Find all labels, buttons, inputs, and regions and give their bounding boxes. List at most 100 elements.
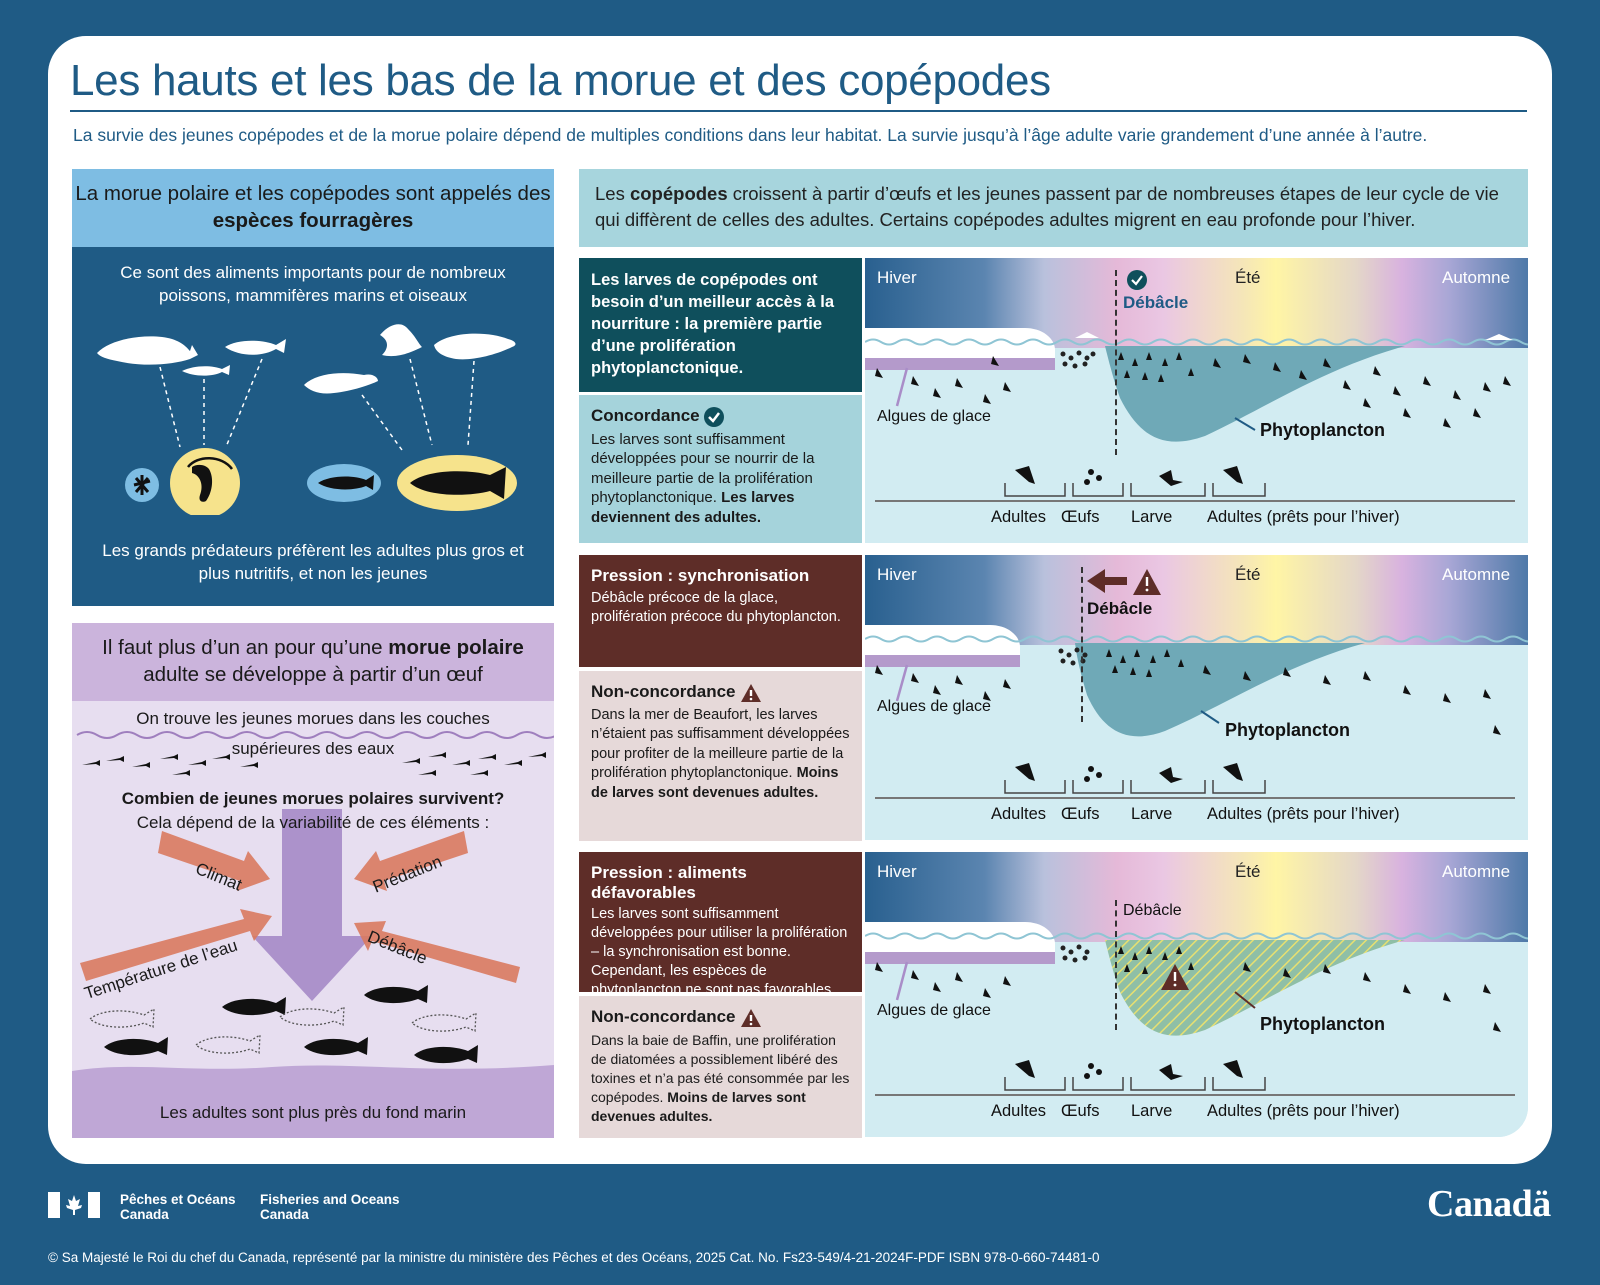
timeline-3-graphic [865, 932, 1528, 1091]
copyright-notice: © Sa Majesté le Roi du chef du Canada, r… [48, 1250, 1100, 1265]
phytoplankton-label: Phytoplancton [1260, 420, 1385, 440]
stage-larva: Larve [1131, 1102, 1173, 1120]
scenario-2-pressure-title: Pression : synchronisation [591, 566, 810, 585]
scenario-2-result: Non-concordance Dans la mer de Beaufort,… [579, 671, 862, 841]
warning-icon [741, 1008, 762, 1027]
scenario-2-pressure: Pression : synchronisation Débâcle préco… [579, 555, 862, 667]
copepods-intro-pre: Les [595, 183, 625, 204]
scenario-1-result-bold: Les larves deviennent des adultes. [591, 489, 795, 526]
forage-heading-bold: espèces fourragères [212, 209, 414, 232]
adult-cod-icon [410, 467, 506, 499]
copepod-larvae [1118, 352, 1194, 382]
season-winter: Hiver [877, 862, 917, 881]
copepods-intro: Les copépodes croissent à partir d’œufs … [579, 169, 1528, 247]
scenario-3-pressure-body: Les larves sont suffisamment développées… [591, 906, 848, 998]
timeline-1: Hiver Été Automne Débâcle Algues de glac… [865, 258, 1528, 543]
scenario-2-result-bold: Moins de larves sont devenues adultes. [591, 765, 839, 801]
copepod-eggs [1060, 350, 1096, 369]
breakup-label: Débâcle [1123, 293, 1189, 312]
stage-eggs: Œufs [1061, 805, 1100, 823]
timeline-1-graphic [865, 270, 1528, 497]
predation-arrow [354, 831, 468, 891]
ice-algae-label: Algues de glace [877, 408, 991, 425]
scenario-3-result-bold: Moins de larves sont devenues adultes. [591, 1088, 806, 1124]
cod-survival-illustration [72, 731, 554, 1138]
lost-cod-outline [88, 1007, 155, 1028]
timeline-3: Hiver Été Automne Débâcle Algues de glac… [865, 852, 1528, 1137]
breakup-label: Débâcle [1087, 599, 1153, 618]
canada-wordmark: Canadä [1427, 1183, 1551, 1225]
page-subtitle: La survie des jeunes copépodes et de la … [73, 125, 1428, 145]
stage-eggs: Œufs [1061, 508, 1100, 526]
cod-question: Combien de jeunes morues polaires surviv… [121, 789, 505, 808]
copepods-intro-post: croissent à partir d’œufs et les jeunes … [595, 183, 1499, 230]
check-icon [704, 406, 725, 427]
scenario-3-pressure: Pression : aliments défavorables Les lar… [579, 852, 862, 998]
small-fish-icon [182, 365, 230, 376]
canada-flag-icon [48, 1192, 100, 1218]
forage-heading: La morue polaire et les copépodes sont a… [72, 169, 554, 247]
season-autumn: Automne [1442, 862, 1511, 881]
season-winter: Hiver [877, 565, 917, 584]
stage-eggs: Œufs [1061, 1102, 1100, 1120]
stage-adults: Adultes [991, 805, 1047, 823]
cod-young-line1: On trouve les jeunes morues dans les cou… [136, 709, 490, 728]
scenario-3-result-title: Non-concordance [591, 1007, 850, 1028]
beluga-icon [97, 336, 198, 365]
stage-adults: Adultes [991, 508, 1047, 526]
cod-heading: Il faut plus d’un an pour qu’une morue p… [72, 623, 554, 701]
scenario-3-result-body: Dans la baie de Baffin, une prolifératio… [591, 1031, 850, 1105]
scenario-3-result: Non-concordance Dans la baie de Baffin, … [579, 996, 862, 1138]
scenario-2-result-title: Non-concordance [591, 682, 850, 703]
cod-panel: On trouve les jeunes morues dans les cou… [72, 701, 554, 1138]
page-title: Les hauts et les bas de la morue et des … [70, 56, 1051, 105]
breakup-arrow [354, 921, 520, 983]
stage-larva: Larve [1131, 508, 1173, 526]
surviving-adult-cod [222, 997, 286, 1016]
cod-bottom-text: Les adultes sont plus près du fond marin [159, 1103, 467, 1122]
scenario-1-result-title: Concordance [591, 406, 850, 427]
adult-copepod-icon [192, 464, 213, 502]
breakup-label: Débâcle [1123, 902, 1182, 919]
juvenile-cod-icon [318, 475, 374, 490]
cod-young-line2: supérieures des eaux [231, 739, 395, 758]
walrus-icon [434, 333, 516, 360]
phytoplankton-label: Phytoplancton [1225, 720, 1350, 740]
phytoplankton-label: Phytoplancton [1260, 1014, 1385, 1034]
fish-icon [225, 339, 286, 355]
ice-algae-label: Algues de glace [877, 698, 991, 715]
season-summer: Été [1235, 862, 1261, 881]
seabird-icon [380, 324, 422, 357]
copepod-larva-icon [133, 475, 151, 495]
predator-food-web-illustration [97, 324, 517, 515]
phytoplankton-bloom-early [1075, 643, 1365, 737]
timeline-2: Hiver Été Automne Débâcle Algues de glac… [865, 555, 1528, 840]
season-autumn: Automne [1442, 565, 1511, 584]
forage-panel: Ce sont des aliments importants pour de … [72, 247, 554, 606]
copepod-swarm [875, 354, 1511, 428]
season-winter: Hiver [877, 268, 917, 287]
juvenile-cod-school [82, 752, 546, 776]
forage-text-top: Ce sont des aliments importants pour de … [120, 263, 506, 305]
climate-arrow [158, 831, 270, 891]
ice-algae-label: Algues de glace [877, 1002, 991, 1019]
scenario-2-result-body: Dans la mer de Beaufort, les larves n’ét… [591, 706, 850, 782]
stage-adults-winter: Adultes (prêts pour l’hiver) [1207, 805, 1400, 823]
stage-adults-winter: Adultes (prêts pour l’hiver) [1207, 1102, 1400, 1120]
survival-down-arrow [252, 809, 372, 1001]
cod-depends: Cela dépend de la variabilité de ces élé… [136, 813, 490, 832]
stage-larva: Larve [1131, 805, 1173, 823]
stage-adults: Adultes [991, 1102, 1047, 1120]
cod-heading-pre: Il faut plus d’un an pour qu’une [102, 636, 383, 659]
scenario-1-need: Les larves de copépodes ont besoin d’un … [579, 258, 862, 392]
scenario-3-pressure-title: Pression : aliments défavorables [591, 863, 747, 902]
seal-icon [304, 373, 378, 394]
forage-text-bottom: Les grands prédateurs préfèrent les adul… [102, 541, 524, 583]
early-shift-arrow [1087, 569, 1127, 593]
unfavourable-phytoplankton-bloom [1105, 940, 1405, 1036]
season-summer: Été [1235, 565, 1261, 584]
scenario-2-pressure-body: Débâcle précoce de la glace, proliférati… [591, 589, 841, 625]
cod-heading-bold: morue polaire [388, 636, 524, 659]
